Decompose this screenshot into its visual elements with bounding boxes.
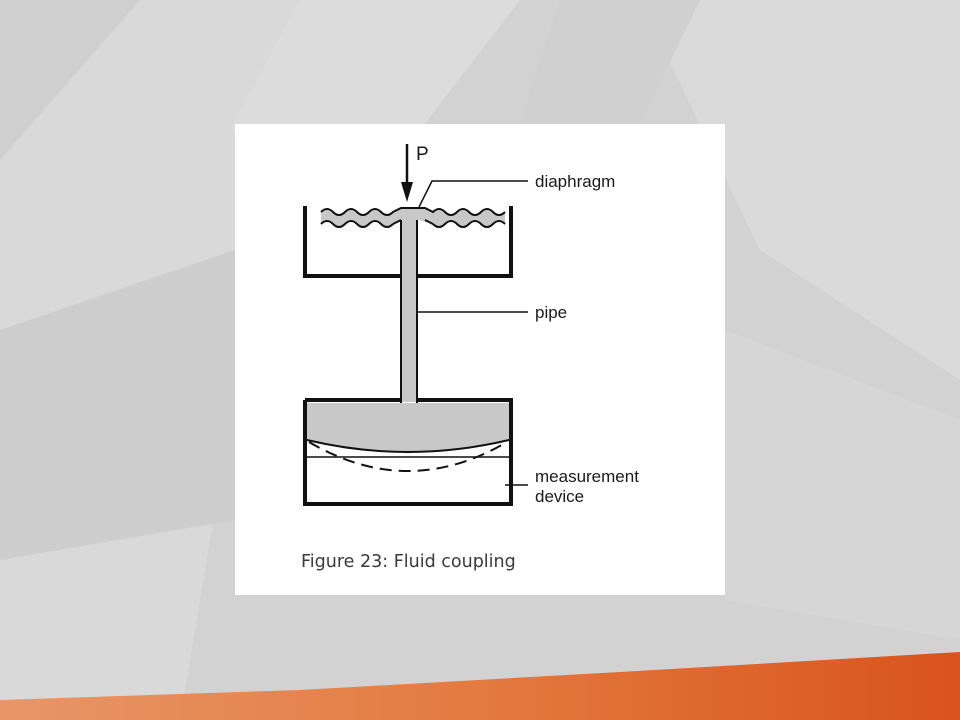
pressure-arrow (401, 144, 413, 202)
pipe-label: pipe (535, 303, 567, 322)
diaphragm-leader-line (418, 180, 528, 208)
accent-band (0, 652, 960, 720)
figure-caption: Figure 23: Fluid coupling (301, 552, 516, 572)
diaphragm-shape (320, 207, 506, 228)
measurement-label-line1: measurement (535, 467, 639, 486)
figure-card: P diaphragm pipe measurement device Figu… (235, 124, 725, 595)
pressure-label: P (416, 144, 429, 165)
measurement-label-line2: device (535, 487, 584, 506)
measurement-chamber (303, 398, 513, 506)
diaphragm-label: diaphragm (535, 172, 615, 191)
pipe-shape (400, 220, 418, 404)
fluid-coupling-diagram: P diaphragm pipe measurement device (303, 144, 639, 506)
